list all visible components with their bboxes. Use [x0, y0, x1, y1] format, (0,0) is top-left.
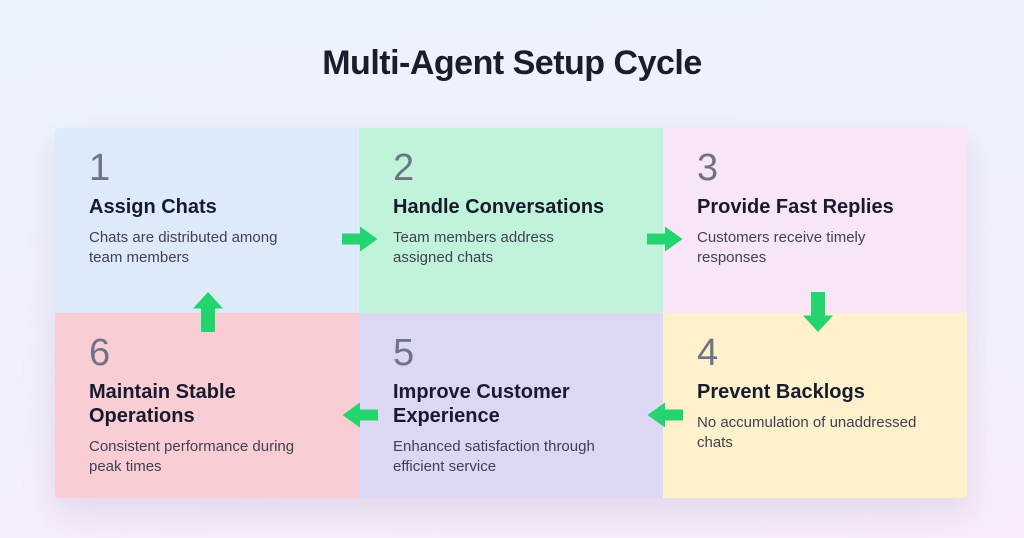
- arrow-down-icon: [803, 292, 833, 332]
- step-card-5: 5 Improve Customer Experience Enhanced s…: [359, 313, 663, 498]
- step-title: Assign Chats: [89, 195, 217, 218]
- step-number: 5: [393, 332, 415, 374]
- arrow-right-icon: [342, 226, 378, 252]
- step-number: 6: [89, 332, 111, 374]
- arrow-right-icon: [647, 226, 683, 252]
- step-card-4: 4 Prevent Backlogs No accumulation of un…: [663, 313, 967, 498]
- step-description: No accumulation of unaddressed chats: [697, 413, 917, 451]
- step-description: Customers receive timely responses: [697, 228, 866, 266]
- step-number: 3: [697, 147, 719, 189]
- step-title: Handle Conversations: [393, 195, 605, 218]
- step-description: Chats are distributed among team members: [89, 228, 278, 266]
- step-description: Enhanced satisfaction through efficient …: [393, 437, 595, 475]
- step-grid: 1 Assign Chats Chats are distributed amo…: [55, 128, 967, 498]
- step-title: Prevent Backlogs: [697, 380, 865, 403]
- step-title: Maintain Stable Operations: [89, 380, 236, 427]
- arrow-left-icon: [647, 402, 683, 428]
- arrow-left-icon: [342, 402, 378, 428]
- step-card-2: 2 Handle Conversations Team members addr…: [359, 128, 663, 313]
- step-number: 4: [697, 332, 719, 374]
- step-card-3: 3 Provide Fast Replies Customers receive…: [663, 128, 967, 313]
- step-number: 2: [393, 147, 415, 189]
- step-number: 1: [89, 147, 111, 189]
- step-description: Consistent performance during peak times: [89, 437, 295, 475]
- step-title: Provide Fast Replies: [697, 195, 894, 218]
- step-card-1: 1 Assign Chats Chats are distributed amo…: [55, 128, 359, 313]
- arrow-up-icon: [193, 292, 223, 332]
- step-description: Team members address assigned chats: [393, 228, 554, 266]
- step-title: Improve Customer Experience: [393, 380, 570, 427]
- step-card-6: 6 Maintain Stable Operations Consistent …: [55, 313, 359, 498]
- page-title: Multi-Agent Setup Cycle: [322, 44, 702, 82]
